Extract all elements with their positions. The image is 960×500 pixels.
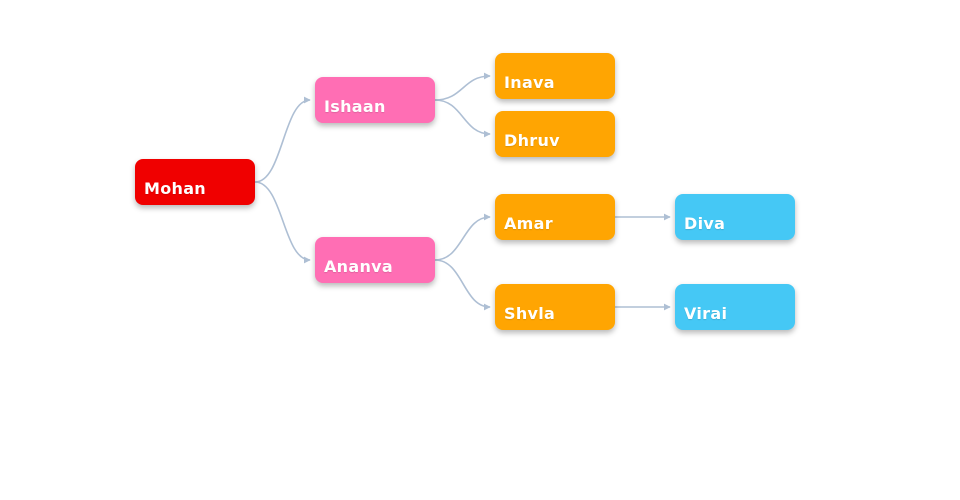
edge-ananva-amar [434,213,491,261]
node-label-inava: Inava [504,73,555,93]
node-label-mohan: Mohan [144,179,206,199]
edge-ishaan-inava [434,72,491,101]
edge-mohan-ishaan [254,96,311,183]
node-label-ananva: Ananva [324,257,393,277]
edge-ananva-shvla [434,259,491,311]
node-label-virai: Virai [684,304,728,324]
tree-node-amar[interactable]: Amar [495,194,615,240]
node-label-diva: Diva [684,214,726,234]
tree-node-dhruv[interactable]: Dhruv [495,111,615,157]
node-label-shvla: Shvla [504,304,556,324]
node-label-dhruv: Dhruv [504,131,560,151]
tree-node-virai[interactable]: Virai [675,284,795,330]
tree-node-ishaan[interactable]: Ishaan [315,77,435,123]
tree-node-inava[interactable]: Inava [495,53,615,99]
tree-node-shvla[interactable]: Shvla [495,284,615,330]
tree-node-ananva[interactable]: Ananva [315,237,435,283]
edge-ishaan-dhruv [434,99,491,138]
node-label-amar: Amar [504,214,553,234]
tree-node-mohan[interactable]: Mohan [135,159,255,205]
node-label-ishaan: Ishaan [324,97,386,117]
edge-mohan-ananva [254,181,311,264]
tree-node-diva[interactable]: Diva [675,194,795,240]
